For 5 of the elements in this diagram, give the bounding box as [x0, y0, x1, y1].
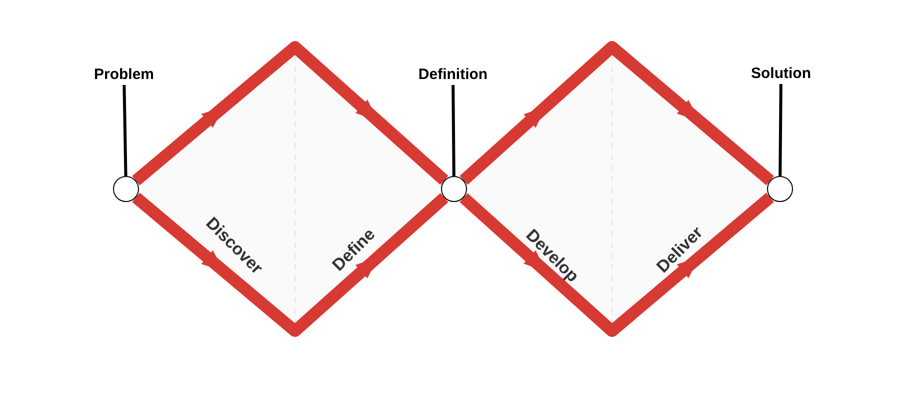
node-circle: [113, 176, 139, 202]
stage-label: Problem: [94, 65, 154, 85]
stage-label: Solution: [751, 64, 811, 84]
stage-label: Definition: [418, 65, 488, 85]
node-circle: [767, 176, 793, 202]
